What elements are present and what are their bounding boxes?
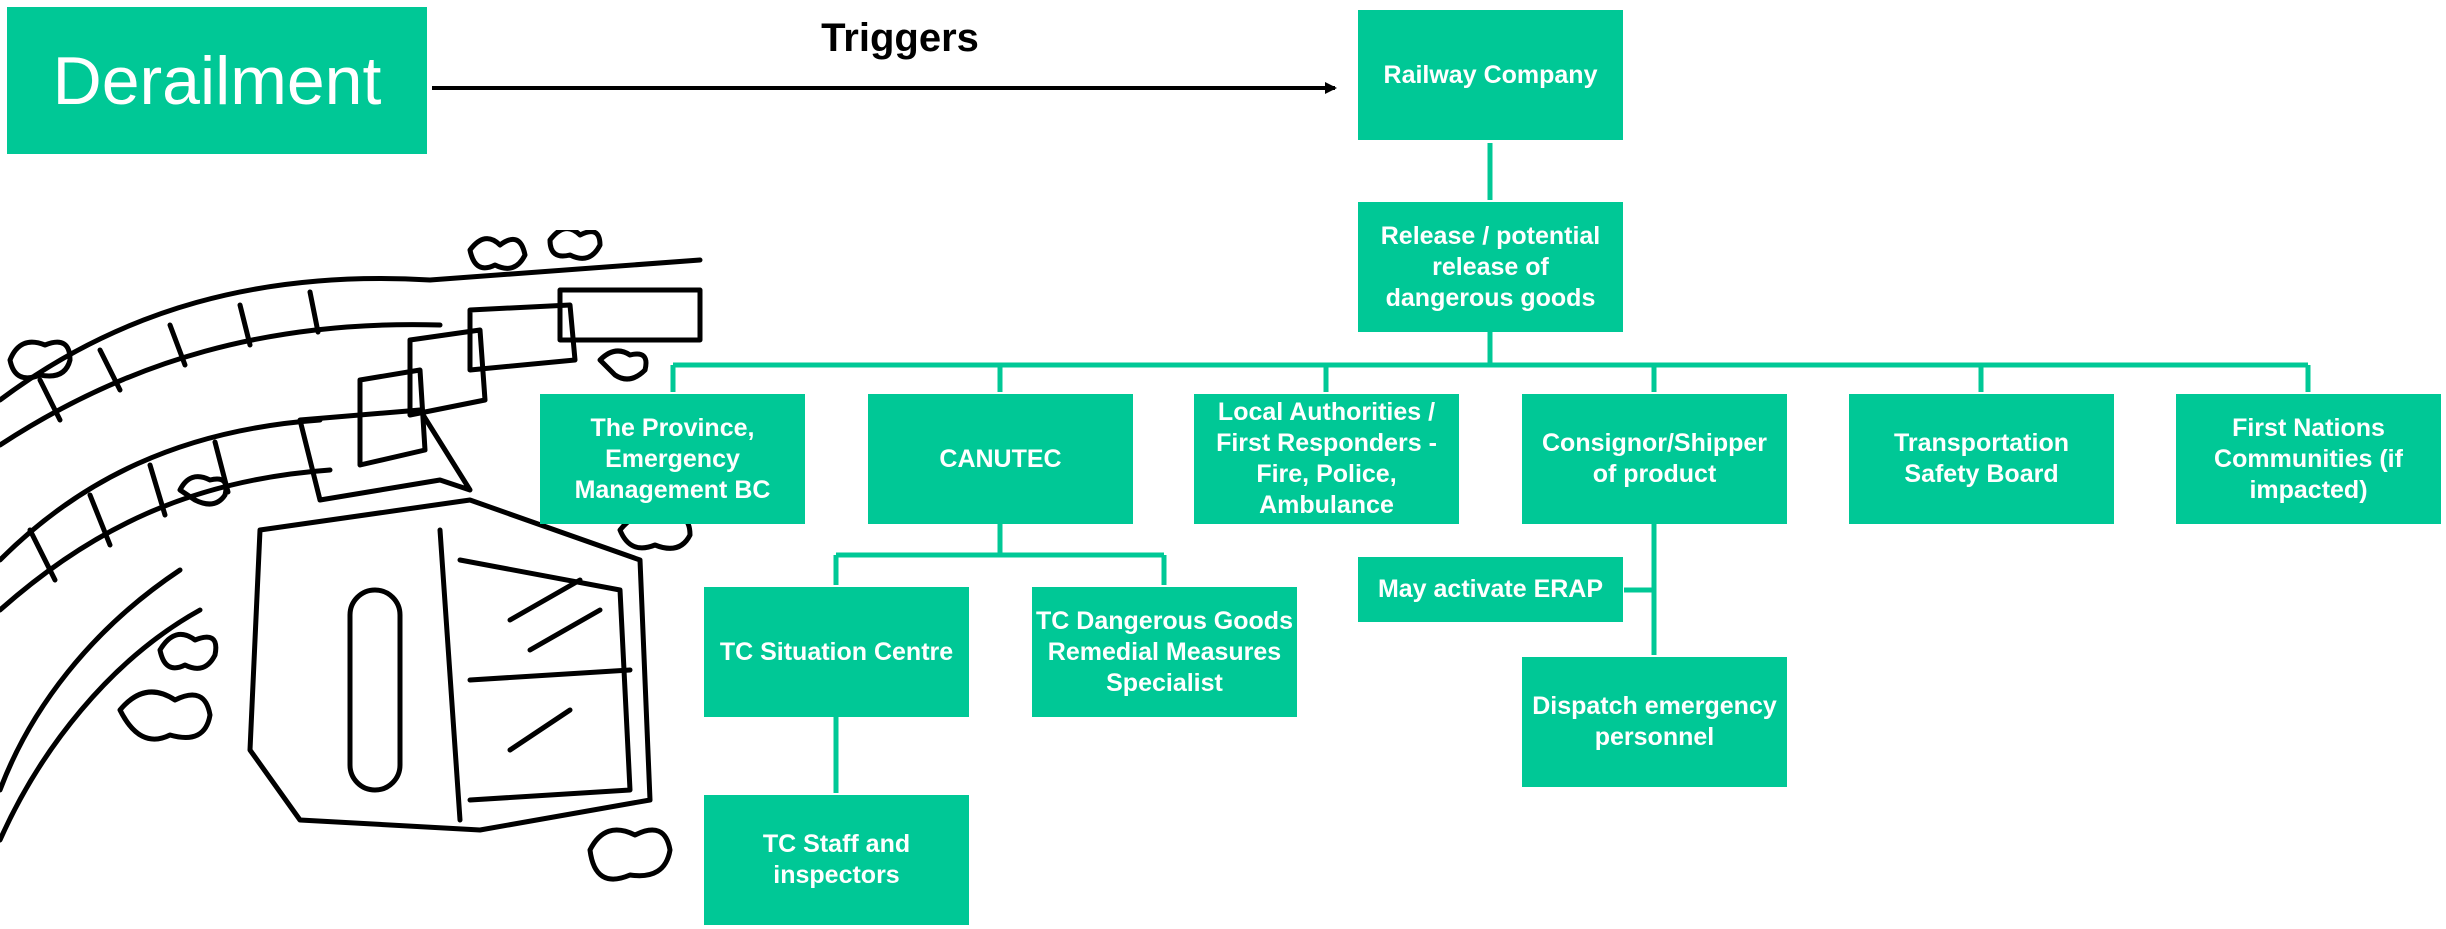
node-canutec: CANUTEC [868,394,1133,524]
node-railway-company: Railway Company [1358,10,1623,140]
node-dispatch-emergency-personnel: Dispatch emergency personnel [1522,657,1787,787]
node-erap-label: May activate ERAP [1377,575,1604,603]
node-tc-situation-centre: TC Situation Centre [704,587,969,717]
node-release-dangerous-goods: Release / potential release of dangerous… [1358,202,1623,332]
node-local-authorities: Local Authorities / First Responders - F… [1194,394,1459,524]
node-tsb-label: Transportation Safety Board [1893,429,2069,488]
node-tc-staff-label: TC Staff and inspectors [762,830,911,889]
node-may-activate-erap: May activate ERAP [1358,557,1623,622]
node-local-authorities-label: Local Authorities / First Responders - F… [1216,398,1437,519]
node-release-label: Release / potential release of dangerous… [1380,221,1601,312]
node-consignor-label: Consignor/Shipper of product [1542,429,1767,488]
node-province-embc: The Province, Emergency Management BC [540,394,805,524]
node-province-label: The Province, Emergency Management BC [574,413,771,504]
derailment-title-box: Derailment [7,7,427,154]
node-canutec-label: CANUTEC [939,444,1062,473]
node-tc-dg-label: TC Dangerous Goods Remedial Measures Spe… [1036,606,1293,697]
node-first-nations: First Nations Communities (if impacted) [2176,394,2441,524]
node-tc-staff-inspectors: TC Staff and inspectors [704,795,969,925]
node-tc-situation-label: TC Situation Centre [719,637,954,666]
derailment-label: Derailment [52,42,382,119]
triggers-label: Triggers [821,16,979,60]
node-tc-dangerous-goods-specialist: TC Dangerous Goods Remedial Measures Spe… [1032,587,1297,717]
node-consignor-shipper: Consignor/Shipper of product [1522,394,1787,524]
node-dispatch-label: Dispatch emergency personnel [1532,692,1777,751]
node-transportation-safety-board: Transportation Safety Board [1849,394,2114,524]
derailed-train-illustration [0,230,703,882]
node-first-nations-label: First Nations Communities (if impacted) [2214,413,2403,504]
node-railway-company-label: Railway Company [1383,60,1598,89]
